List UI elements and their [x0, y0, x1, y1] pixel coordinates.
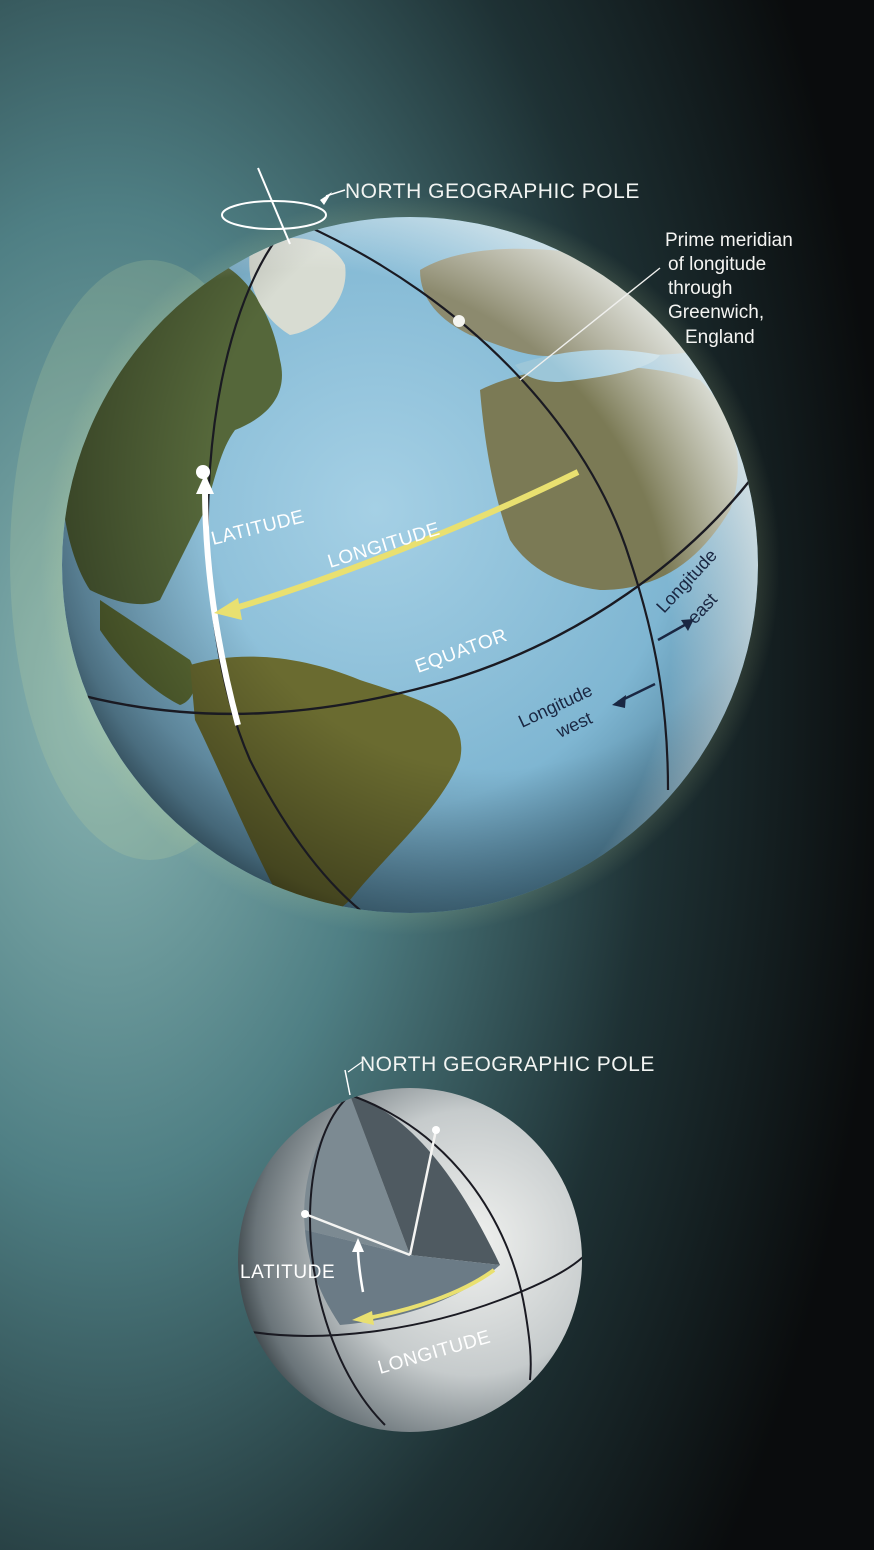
- small-north-pole-label: NORTH GEOGRAPHIC POLE: [360, 1053, 655, 1076]
- latitude-arrow: [202, 486, 241, 726]
- west-arrowhead: [612, 695, 626, 708]
- prime-meridian-note-line-1: Prime meridian: [665, 230, 793, 251]
- cutaway-floor: [305, 1230, 500, 1325]
- north-pole-label: NORTH GEOGRAPHIC POLE: [345, 180, 640, 203]
- longitude-arrowhead: [214, 598, 242, 620]
- latitude-arrowhead: [196, 474, 214, 494]
- rotation-ring: [221, 200, 327, 230]
- small-polar-axis: [344, 1069, 351, 1096]
- prime-meridian: [304, 223, 670, 791]
- latitude-radius-point: [301, 1210, 309, 1218]
- pole-label-leader: [325, 189, 346, 197]
- prime-meridian-note-line-3: through: [668, 278, 732, 299]
- small-equator: [239, 1254, 582, 1337]
- prime-meridian-note-line-5: England: [685, 327, 755, 348]
- small-latitude-arrowhead: [352, 1238, 364, 1252]
- greenwich-point: [453, 315, 465, 327]
- small-longitude-arrow: [367, 1268, 496, 1320]
- polar-axis: [257, 167, 291, 245]
- longitude-arrow: [231, 469, 580, 612]
- prime-meridian-note-line-4: Greenwich,: [668, 302, 764, 323]
- small-longitude-arrowhead: [352, 1311, 374, 1325]
- equator-line: [62, 469, 758, 716]
- small-pole-leader: [347, 1061, 363, 1073]
- latitude-point: [196, 465, 210, 479]
- prime-meridian-note-line-2: of longitude: [668, 254, 766, 275]
- small-latitude-label: LATITUDE: [240, 1262, 335, 1283]
- east-arrowhead: [681, 619, 694, 631]
- small-meridian-right: [349, 1094, 532, 1381]
- cutaway-wedge-left: [304, 1095, 410, 1255]
- greenwich-radius-point: [432, 1126, 440, 1134]
- greenwich-leader: [519, 267, 661, 381]
- latitude-radius: [304, 1212, 411, 1257]
- small-meridian-left: [309, 1094, 386, 1426]
- greenwich-radius: [408, 1129, 438, 1256]
